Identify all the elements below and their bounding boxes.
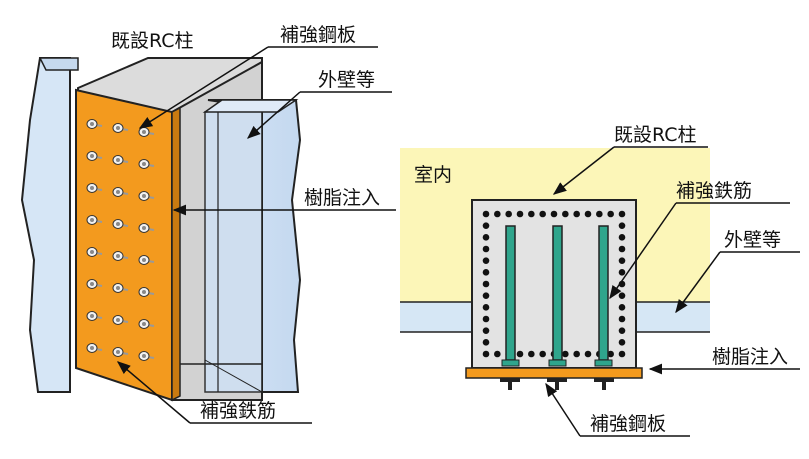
left-steel-plate-label: 補強鋼板 <box>280 24 357 46</box>
rebar-dot <box>607 210 614 218</box>
rebar-dot <box>618 269 626 276</box>
rebar-dot <box>618 292 626 299</box>
rebar-dot <box>482 234 490 241</box>
rebar-dot <box>482 257 490 264</box>
left-leaders <box>116 46 396 424</box>
plate-bolt <box>112 123 129 133</box>
rebar-dot <box>482 210 490 218</box>
plate-bolts <box>86 119 155 361</box>
plan-steel-plate <box>465 367 643 379</box>
plate-bolt <box>138 351 155 361</box>
rebar-dot <box>618 210 626 218</box>
right-resin-label: 樹脂注入 <box>712 346 789 368</box>
right-leaders <box>545 146 800 437</box>
rebar-dot <box>482 269 490 276</box>
rebar-dot <box>550 210 558 218</box>
right-rebar-label: 補強鉄筋 <box>676 180 753 202</box>
right-steel-plate-label: 補強鋼板 <box>590 413 667 435</box>
rebar-dot <box>482 315 490 323</box>
left-wall-label: 外壁等 <box>318 69 376 91</box>
plate-bolt <box>86 215 103 225</box>
rebar-dot <box>618 234 626 241</box>
plate-bolt <box>86 343 103 353</box>
plate-bolt <box>112 219 129 229</box>
plate-bolt <box>138 255 155 265</box>
left-rebar-label: 補強鉄筋 <box>200 400 277 422</box>
rebar-dot <box>562 350 569 358</box>
rebar-dot <box>494 350 501 358</box>
plate-bolt <box>138 127 155 137</box>
rebar-dot <box>482 327 490 334</box>
plate-bolt <box>138 159 155 169</box>
reinforcing-bars <box>501 225 613 367</box>
rebar-dot <box>584 210 592 218</box>
rebar-dot <box>482 245 490 253</box>
rebar-dot <box>618 304 626 311</box>
rebar-dot <box>539 210 546 218</box>
rebar-dot <box>618 257 626 264</box>
column-rebar-dots <box>482 210 626 358</box>
rebar-dot <box>482 304 490 311</box>
rebar-dot <box>618 222 626 229</box>
plate-bolt <box>112 315 129 325</box>
rebar-dot <box>618 327 626 334</box>
left-isometric-view <box>20 57 302 402</box>
plate-bolt <box>86 151 103 161</box>
rebar-dot <box>562 210 569 218</box>
rebar-dot <box>539 350 546 358</box>
plate-bolt <box>138 287 155 297</box>
rebar-dot <box>482 339 490 346</box>
rebar-dot <box>482 350 490 358</box>
rebar-dot <box>618 350 626 358</box>
rebar-dot <box>584 350 592 358</box>
rebar-dot <box>482 222 490 229</box>
right-column-label: 既設RC柱 <box>614 124 697 146</box>
steel-plate-edge <box>171 106 181 402</box>
rebar-dot <box>494 210 501 218</box>
rebar-dot <box>618 245 626 253</box>
left-column-label: 既設RC柱 <box>111 30 194 52</box>
rebar-dot <box>573 210 580 218</box>
right-plan-view <box>400 148 710 390</box>
rebar-dot <box>516 210 524 218</box>
wall-right-top <box>202 99 299 113</box>
plate-bolt <box>138 191 155 201</box>
rebar-dot <box>528 350 535 358</box>
left-wall-edge <box>38 57 79 71</box>
plate-bolt <box>86 183 103 193</box>
rebar-dot <box>596 210 603 218</box>
plate-bolt <box>86 311 103 321</box>
rebar-dot <box>528 210 535 218</box>
plate-bolt <box>112 283 129 293</box>
plate-bolt <box>138 223 155 233</box>
plate-bolt <box>112 155 129 165</box>
left-resin-label: 樹脂注入 <box>304 187 381 209</box>
plate-bolt <box>86 119 103 129</box>
plate-bolt <box>86 247 103 257</box>
rebar-dot <box>618 315 626 323</box>
rebar-dot <box>618 339 626 346</box>
left-wall-back <box>20 57 71 393</box>
plate-bolt <box>112 347 129 357</box>
rebar-dot <box>505 210 512 218</box>
plan-bolt-heads <box>500 378 614 390</box>
rebar-dot <box>482 280 490 288</box>
plate-bolt <box>112 251 129 261</box>
plate-bolt <box>138 319 155 329</box>
right-indoor-label: 室内 <box>414 164 453 186</box>
plate-bolt <box>86 279 103 289</box>
rebar-dot <box>573 350 580 358</box>
rebar-dot <box>482 292 490 299</box>
wall-right-front <box>204 107 263 393</box>
rebar-dot <box>607 350 614 358</box>
right-wall-label: 外壁等 <box>724 229 782 251</box>
plate-bolt <box>112 187 129 197</box>
rebar-dot <box>516 350 524 358</box>
